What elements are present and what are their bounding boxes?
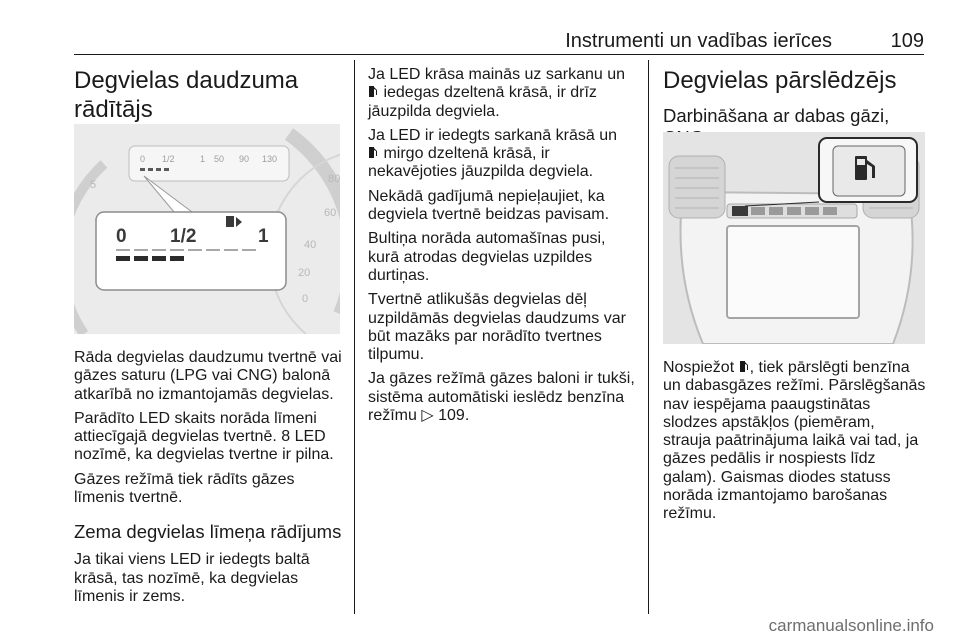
section-title-fuel-gauge: Degvielas daudzuma rādītājs <box>74 67 299 123</box>
speed-label-90: 90 <box>239 154 249 164</box>
small-label-0: 0 <box>140 154 145 164</box>
page-number: 109 <box>890 30 924 52</box>
speed-label-130: 130 <box>262 154 277 164</box>
text-span: Ja LED krāsa mainās uz sarkanu un <box>368 66 626 83</box>
fuel-selector-button[interactable] <box>732 206 748 216</box>
running-title: Instrumenti un vadības ierīces <box>565 30 832 52</box>
small-label-1: 1 <box>200 154 205 164</box>
text-span: Nospiežot <box>663 359 735 376</box>
watermark-credit: carmanualsonline.info <box>768 616 934 635</box>
paragraph: Gāzes režīmā tiek rādīts gāzes līmenis t… <box>74 470 295 507</box>
callout-label-half: 1/2 <box>170 226 196 247</box>
center-console-illustration <box>663 132 925 344</box>
paragraph: Tvertnē atlikušās degvielas dēļ uzpildām… <box>368 291 626 364</box>
text-span: , tiek pārslēgti benzīna un dabasgāzes r… <box>663 359 926 523</box>
callout-label-0: 0 <box>116 226 127 247</box>
fuel-pump-icon <box>369 147 377 159</box>
paragraph: Ja tikai viens LED ir iedegts baltā krās… <box>74 551 310 605</box>
subsection-title-low-fuel: Zema degvielas līmeņa rādījums <box>74 521 342 543</box>
dial-number-60: 60 <box>324 207 336 219</box>
column-fuel-gauge-text: Rāda degvielas daudzumu tvertnē vai gāze… <box>74 349 344 606</box>
speed-label-50: 50 <box>214 154 224 164</box>
page-reference[interactable]: 109. <box>438 407 470 425</box>
paragraph: Rāda degvielas daudzumu tvertnē vai gāze… <box>74 349 342 403</box>
fuel-pump-icon <box>855 156 875 180</box>
header-rule <box>74 54 924 55</box>
column-fuel-switch-text: Nospiežot , tiek pārslēgti benzīna un da… <box>663 359 927 524</box>
paragraph: Nospiežot , tiek pārslēgti benzīna un da… <box>663 359 927 524</box>
fuel-gauge-illustration: 0 1/2 1 50 90 130 5 80 60 40 20 0 0 1/2 … <box>74 124 340 334</box>
small-label-half: 1/2 <box>162 154 175 164</box>
callout-label-1: 1 <box>258 226 269 247</box>
column-divider <box>354 60 355 614</box>
dial-number-20: 20 <box>298 267 310 279</box>
dial-number-80: 80 <box>328 173 340 185</box>
text-span: iedegas dzeltenā krāsā, ir drīz jāuzpild… <box>368 84 597 120</box>
fuel-pump-icon <box>739 361 748 372</box>
section-title-fuel-switch: Degvielas pārslēdzējs <box>663 67 897 94</box>
dial-number-40: 40 <box>304 239 316 251</box>
fuel-pump-icon <box>226 216 242 227</box>
paragraph: Ja LED ir iedegts sarkanā krāsā un mirgo… <box>368 127 638 182</box>
paragraph: Nekādā gadījumā nepieļaujiet, ka degviel… <box>368 187 610 224</box>
page-header: Instrumenti un vadības ierīces 109 <box>0 0 960 56</box>
column-divider <box>648 60 649 614</box>
paragraph: Bultiņa norāda automašīnas pusi, kurā at… <box>368 230 606 284</box>
text-span: Ja LED ir iedegts sarkanā krāsā un <box>368 126 618 144</box>
fuel-pump-icon <box>369 86 377 98</box>
text-span: mirgo dzeltenā krāsā, ir nekavējoties jā… <box>368 145 594 181</box>
column-fuel-gauge: Degvielas daudzuma rādītājs <box>74 60 344 124</box>
page-reference-arrow-icon: ▷ <box>421 407 434 425</box>
paragraph: Parādīto LED skaits norāda līmeni attiec… <box>74 409 334 464</box>
column-low-fuel-continued: Ja LED krāsa mainās uz sarkanu un iedega… <box>368 66 638 425</box>
fuel-gauge-drawing: 0 1/2 1 50 90 130 5 80 60 40 20 0 0 1/2 … <box>74 124 340 334</box>
dial-number-5: 5 <box>90 179 96 191</box>
paragraph: Ja gāzes režīmā gāzes baloni ir tukši, s… <box>368 370 638 425</box>
dial-number-0: 0 <box>302 293 308 305</box>
text-span: Ja gāzes režīmā gāzes baloni ir tukši, s… <box>368 370 635 425</box>
center-console-drawing <box>663 132 925 344</box>
paragraph: Ja LED krāsa mainās uz sarkanu un iedega… <box>368 66 638 121</box>
